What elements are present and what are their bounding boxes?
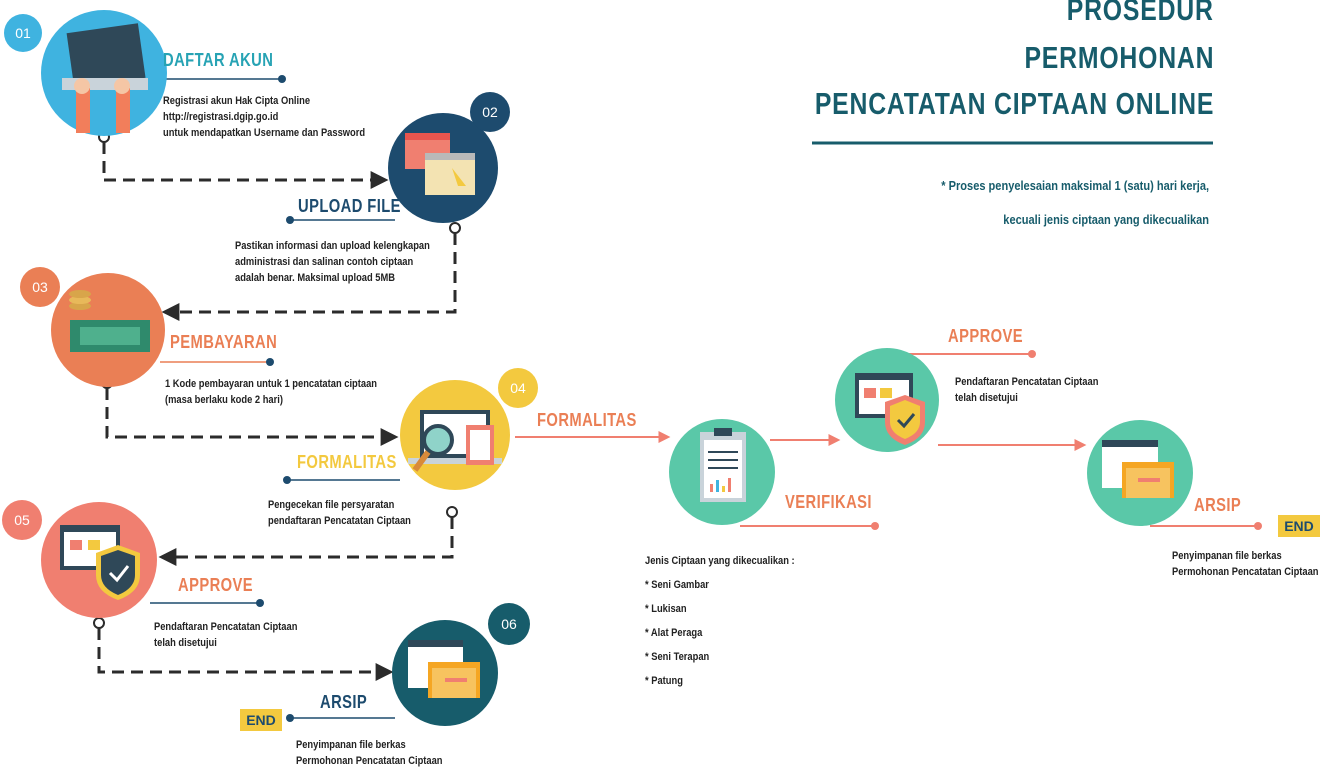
- step-description: Pastikan informasi dan upload kelengkapa…: [235, 240, 430, 284]
- end-badge: END: [1278, 515, 1320, 537]
- step-number-badge: 04: [498, 368, 538, 408]
- laptop-icon: [41, 10, 167, 136]
- branch-formalitas-heading: FORMALITAS: [537, 410, 637, 430]
- folder-archive-icon: [1087, 420, 1193, 526]
- step-number-badge: 03: [20, 267, 60, 307]
- page-title-line3: PENCATATAN CIPTAAN ONLINE: [814, 86, 1214, 121]
- money-icon: [51, 273, 165, 387]
- folder-archive-icon: [392, 620, 498, 726]
- step-heading: APPROVE: [178, 575, 254, 595]
- shield-check-icon: [41, 502, 157, 618]
- note-line2: kecuali jenis ciptaan yang dikecualikan: [1003, 212, 1209, 227]
- step-description: 1 Kode pembayaran untuk 1 pencatatan cip…: [165, 378, 377, 406]
- step-heading: DAFTAR AKUN: [163, 50, 274, 70]
- branch-arsip-heading: ARSIP: [1194, 495, 1242, 515]
- step-heading: ARSIP: [320, 692, 368, 712]
- page-title-line2: PERMOHONAN: [1024, 40, 1214, 75]
- step-number-badge: 02: [470, 92, 510, 132]
- branch-verifikasi-heading: VERIFIKASI: [785, 492, 872, 512]
- step-heading: FORMALITAS: [297, 452, 397, 472]
- page-title-line1: PROSEDUR: [1067, 0, 1214, 27]
- step-heading: UPLOAD FILE: [298, 196, 401, 216]
- branch-approve-heading: APPROVE: [948, 326, 1024, 346]
- end-badge: END: [240, 709, 282, 731]
- step-number-badge: 06: [488, 603, 530, 645]
- browser-upload-icon: [388, 113, 498, 223]
- magnifier-report-icon: [400, 380, 510, 490]
- clipboard-icon: [669, 419, 775, 525]
- step-number-badge: 05: [2, 500, 42, 540]
- step-number-badge: 01: [4, 14, 42, 52]
- note-line1: * Proses penyelesaian maksimal 1 (satu) …: [941, 178, 1209, 193]
- shield-check-icon: [835, 348, 939, 452]
- exceptions-list: Jenis Ciptaan yang dikecualikan : * Seni…: [645, 555, 795, 687]
- step-heading: PEMBAYARAN: [170, 332, 278, 352]
